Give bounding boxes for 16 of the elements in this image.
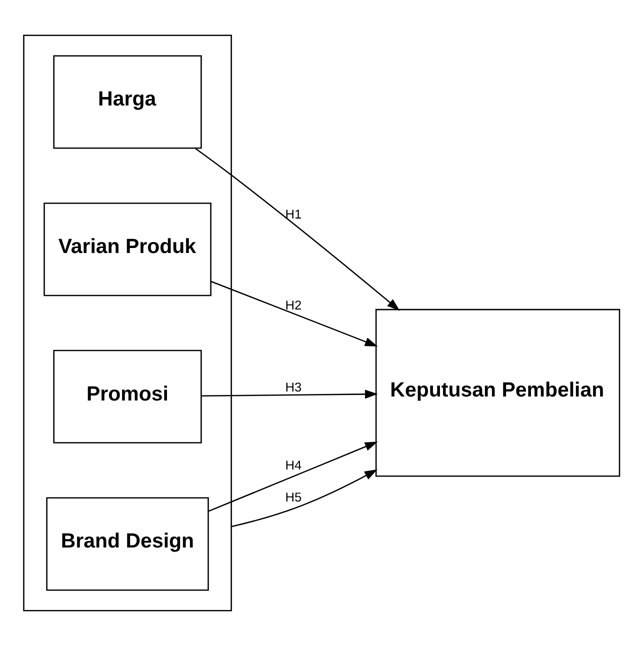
node-box: Brand Design: [46, 497, 209, 591]
node-box: Varian Produk: [44, 202, 212, 296]
node-box: Keputusan Pembelian: [375, 308, 620, 477]
cluster: [23, 34, 232, 612]
arrow: [201, 390, 378, 399]
edge-label: H2: [285, 298, 302, 313]
arrow: [210, 280, 378, 346]
arrow: [195, 148, 400, 311]
edge-label: H5: [285, 490, 302, 505]
arrow: [231, 469, 378, 528]
node-box: Harga: [53, 55, 202, 149]
edge-label: H1: [285, 206, 302, 222]
node-box: Promosi: [53, 350, 202, 444]
edge-label: H3: [285, 380, 302, 395]
edge-label: H4: [285, 458, 302, 473]
arrow: [208, 442, 378, 512]
